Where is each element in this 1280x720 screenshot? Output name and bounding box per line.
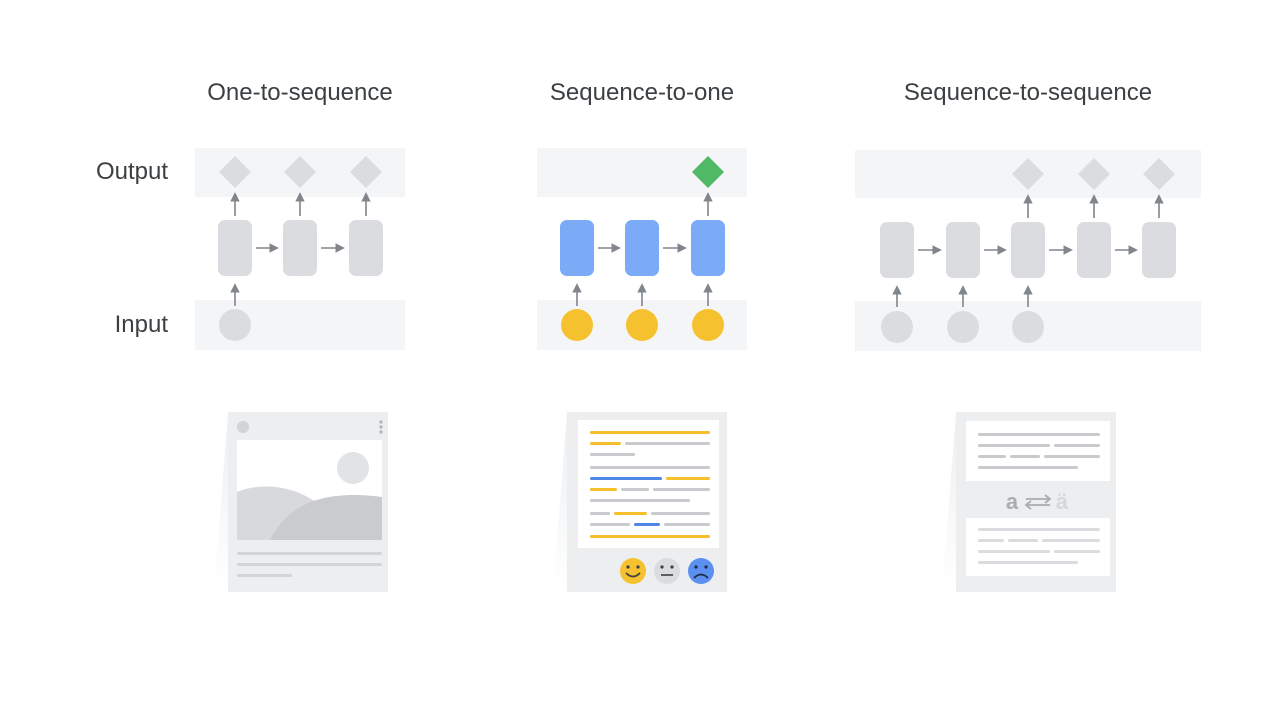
hidden-node [880, 222, 914, 278]
hidden-node [283, 220, 317, 276]
arrows [892, 194, 1164, 307]
output-node [1143, 158, 1175, 190]
output-node [350, 156, 382, 188]
panel-title-one-to-sequence: One-to-sequence [207, 79, 393, 106]
panel-title-sequence-to-one: Sequence-to-one [549, 79, 735, 106]
hidden-node [1077, 222, 1111, 278]
sad-face-icon [688, 558, 714, 584]
panel-sequence-to-one [537, 148, 747, 350]
panel-sequence-to-sequence [855, 150, 1201, 351]
input-node [626, 309, 658, 341]
output-node [692, 156, 724, 188]
panel-title-sequence-to-sequence: Sequence-to-sequence [903, 79, 1153, 106]
input-node [692, 309, 724, 341]
output-row-label: Output [95, 158, 168, 185]
hidden-node [625, 220, 659, 276]
hidden-node [1011, 222, 1045, 278]
output-node [284, 156, 316, 188]
output-node [1012, 158, 1044, 190]
neutral-face-icon [654, 558, 680, 584]
hidden-node [349, 220, 383, 276]
happy-face-icon [620, 558, 646, 584]
hidden-node [560, 220, 594, 276]
hidden-node [946, 222, 980, 278]
input-node [219, 309, 251, 341]
output-node [1078, 158, 1110, 190]
input-node [947, 311, 979, 343]
hidden-node [1142, 222, 1176, 278]
hidden-node [218, 220, 252, 276]
input-node [561, 309, 593, 341]
arrows [572, 192, 713, 306]
swap-arrows-icon [1024, 494, 1052, 510]
input-node [1012, 311, 1044, 343]
text-sentiment-card-icon [553, 412, 727, 592]
image-card-icon [214, 412, 388, 592]
translation-card-icon: a ä [942, 412, 1116, 592]
arrows [230, 192, 371, 306]
input-node [881, 311, 913, 343]
panel-one-to-sequence [195, 148, 405, 350]
target-glyph: ä [1056, 489, 1069, 514]
hidden-node [691, 220, 725, 276]
output-node [219, 156, 251, 188]
source-glyph: a [1006, 489, 1019, 514]
input-row-label: Input [114, 311, 168, 338]
